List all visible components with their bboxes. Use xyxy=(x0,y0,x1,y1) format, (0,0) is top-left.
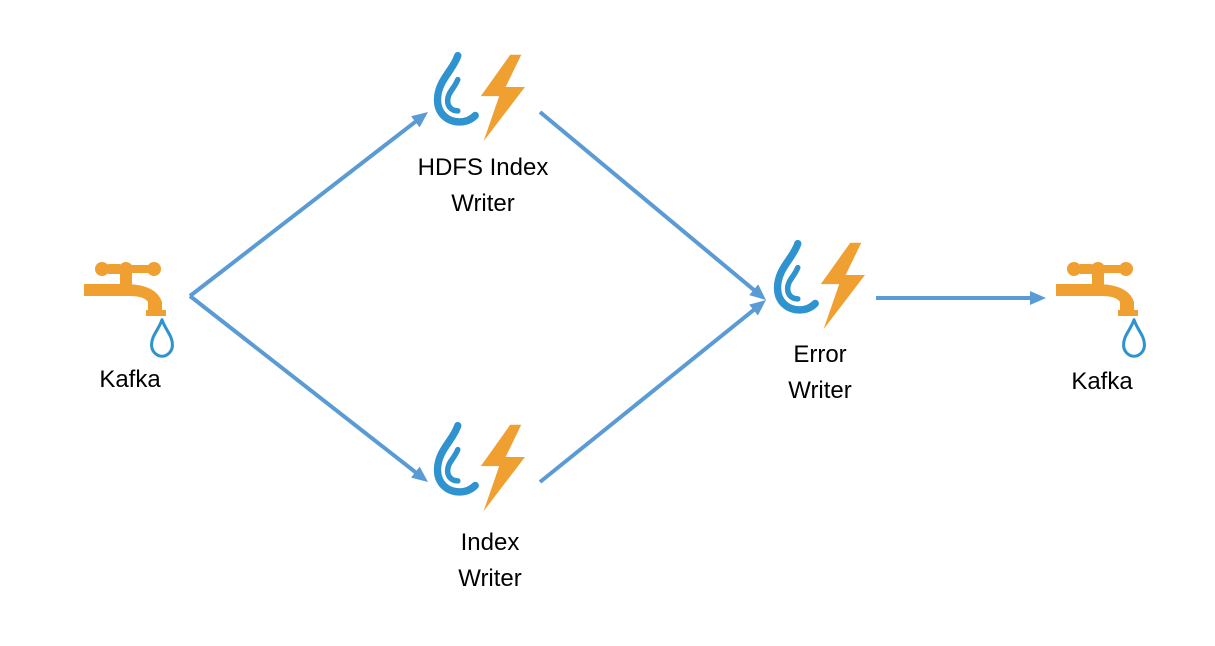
kafka-sink-label: Kafka xyxy=(1042,364,1162,400)
arrowhead-icon xyxy=(411,466,428,482)
edge-arrow-index-writer-to-error-writer xyxy=(538,300,766,484)
arrowhead-icon xyxy=(1030,291,1046,305)
faucet-icon xyxy=(1056,262,1147,358)
storm-bolt-icon xyxy=(778,243,865,330)
error-writer-node[interactable] xyxy=(778,243,865,330)
edge-line xyxy=(538,307,757,484)
index-writer-label: Index Writer xyxy=(420,525,560,597)
index-writer-label-line2: Writer xyxy=(458,565,522,592)
storm-bolt-icon xyxy=(438,425,525,512)
edge-arrow-kafka-source-to-index-writer xyxy=(188,294,428,482)
error-writer-label-line2: Writer xyxy=(788,377,852,404)
edge-line xyxy=(188,294,419,475)
kafka-source-label-text: Kafka xyxy=(99,366,161,393)
index-writer-node[interactable] xyxy=(438,425,525,512)
hdfs-index-writer-label-line1: HDFS Index xyxy=(417,154,549,181)
edges xyxy=(188,110,1046,484)
kafka-source-node[interactable] xyxy=(84,262,175,358)
kafka-sink-label-text: Kafka xyxy=(1071,368,1133,395)
kafka-source-label: Kafka xyxy=(70,362,190,398)
edge-arrow-kafka-source-to-hdfs-writer xyxy=(188,112,428,298)
hdfs-index-writer-label: HDFS Index Writer xyxy=(398,150,568,222)
edge-line xyxy=(188,118,419,298)
edge-arrow-error-writer-to-kafka-sink xyxy=(876,291,1046,305)
arrowhead-icon xyxy=(411,112,428,128)
edge-line xyxy=(538,110,757,293)
edge-arrow-hdfs-writer-to-error-writer xyxy=(538,110,766,300)
kafka-sink-node[interactable] xyxy=(1056,262,1147,358)
error-writer-label-line1: Error xyxy=(793,341,847,368)
hdfs-index-writer-label-line2: Writer xyxy=(451,190,515,217)
faucet-icon xyxy=(84,262,175,358)
error-writer-label: Error Writer xyxy=(750,337,890,409)
hdfs-index-writer-node[interactable] xyxy=(438,55,525,142)
arrowhead-icon xyxy=(749,300,766,316)
arrowhead-icon xyxy=(749,284,766,300)
storm-bolt-icon xyxy=(438,55,525,142)
index-writer-label-line1: Index xyxy=(460,529,520,556)
